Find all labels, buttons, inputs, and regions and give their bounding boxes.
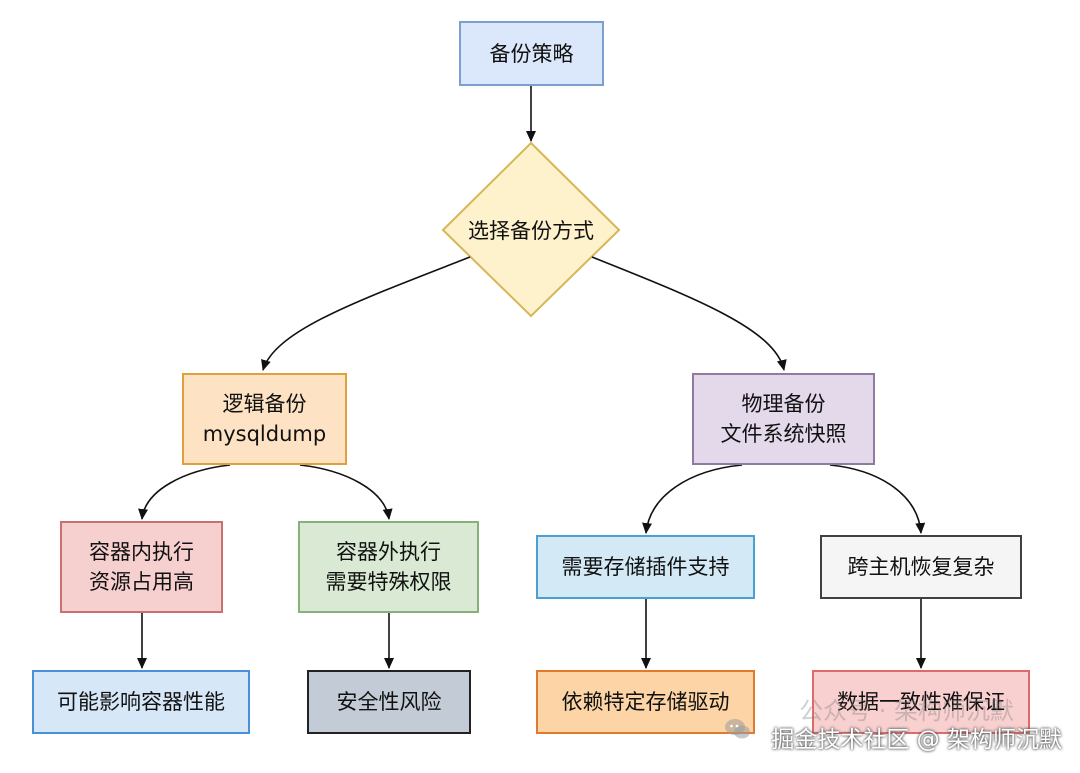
- logical-backup-node: 逻辑备份 mysqldump: [182, 373, 347, 465]
- inside-container-title: 容器内执行: [89, 540, 194, 564]
- physical-backup-node: 物理备份 文件系统快照: [692, 373, 875, 465]
- security-risk-node: 安全性风险: [307, 670, 471, 734]
- storage-driver-node: 依赖特定存储驱动: [536, 670, 755, 734]
- root-node-label: 备份策略: [489, 41, 574, 66]
- edge-decision-logical: [261, 256, 471, 371]
- cross-host-label: 跨主机恢复复杂: [847, 555, 995, 579]
- inside-container-node: 容器内执行 资源占用高: [60, 521, 223, 613]
- outside-container-note: 需要特殊权限: [325, 570, 452, 594]
- watermark-line2: 掘金技术社区 @ 架构师沉默: [771, 727, 1062, 753]
- decision-diamond: [441, 141, 621, 318]
- performance-impact-label: 可能影响容器性能: [57, 690, 225, 714]
- inside-container-note: 资源占用高: [89, 570, 194, 594]
- edge-logical-inside: [138, 464, 231, 520]
- security-risk-label: 安全性风险: [336, 690, 442, 714]
- performance-impact-node: 可能影响容器性能: [32, 670, 250, 734]
- outside-container-node: 容器外执行 需要特殊权限: [298, 521, 479, 613]
- outside-container-title: 容器外执行: [336, 540, 441, 564]
- root-node-backup-strategy: 备份策略: [459, 21, 604, 86]
- wechat-icon: [725, 719, 750, 739]
- watermark: 公众号 · 架构师沉默 掘金技术社区 @ 架构师沉默: [771, 697, 1062, 759]
- physical-backup-title: 物理备份: [741, 392, 826, 416]
- storage-plugin-label: 需要存储插件支持: [561, 555, 730, 579]
- edge-decision-physical: [591, 256, 787, 371]
- physical-backup-method: 文件系统快照: [720, 422, 847, 446]
- data-consistency-label: 数据一致性难保证: [837, 690, 1005, 714]
- storage-plugin-node: 需要存储插件支持: [536, 535, 755, 599]
- decision-node-label: 选择备份方式: [468, 219, 594, 243]
- storage-driver-label: 依赖特定存储驱动: [561, 690, 730, 714]
- logical-backup-tool: mysqldump: [202, 422, 327, 446]
- edge-logical-outside: [299, 464, 393, 520]
- data-consistency-node: 数据一致性难保证: [812, 670, 1030, 734]
- cross-host-node: 跨主机恢复复杂: [820, 535, 1022, 599]
- edge-physical-plugin: [642, 464, 743, 534]
- edge-physical-crosshost: [829, 464, 926, 534]
- watermark-line1: 公众号 · 架构师沉默: [799, 697, 1014, 725]
- logical-backup-title: 逻辑备份: [222, 392, 307, 416]
